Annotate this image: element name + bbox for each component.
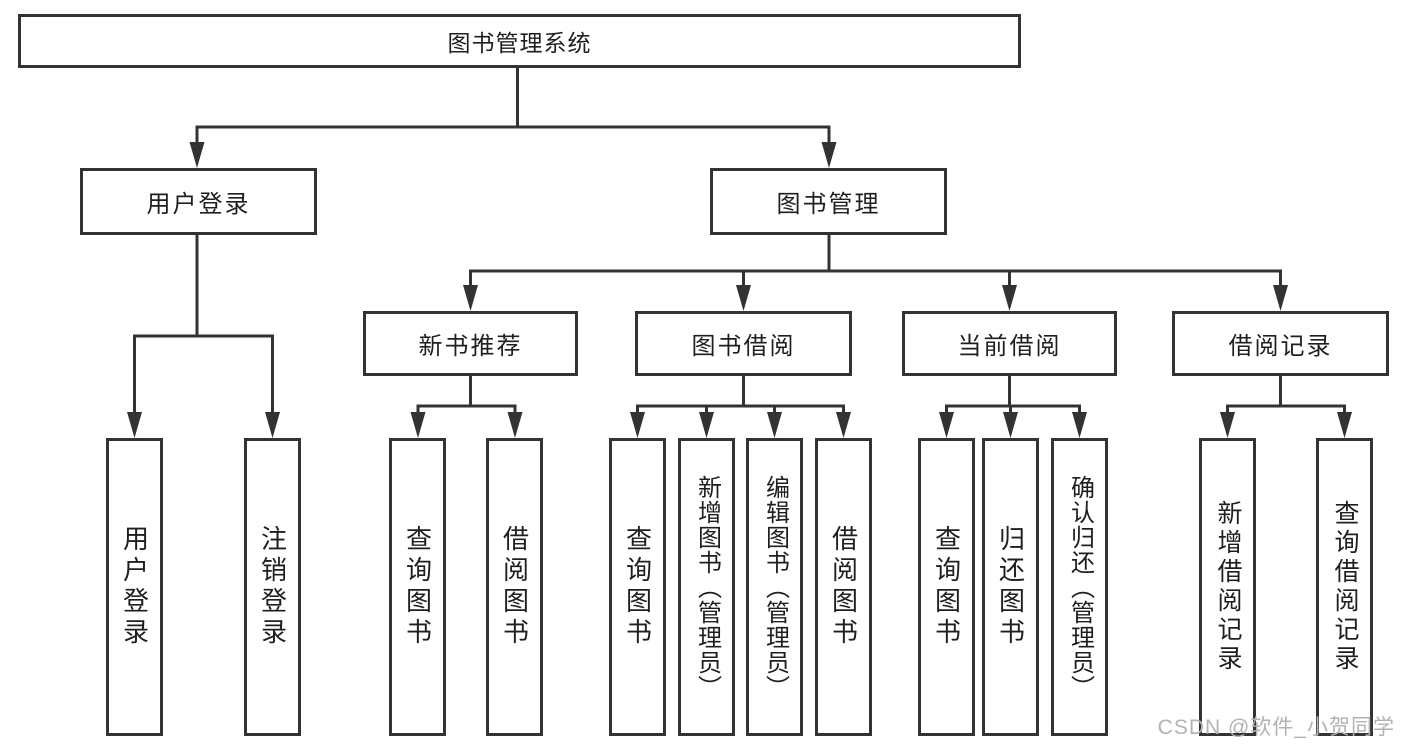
leaf-query-books-borrowing: 查询图书	[609, 438, 666, 736]
node-label: 查询图书	[622, 525, 653, 649]
node-label: 归还图书	[995, 525, 1026, 649]
node-label: 新增图书（管理员）	[693, 474, 721, 700]
arrowheads	[127, 142, 1352, 438]
leaf-query-borrow-record: 查询借阅记录	[1316, 438, 1373, 736]
leaf-borrow-books-recommend: 借阅图书	[486, 438, 543, 736]
node-label: 编辑图书（管理员）	[761, 474, 789, 700]
node-label: 借阅图书	[499, 525, 530, 649]
leaf-query-books-current: 查询图书	[918, 438, 975, 736]
node-label: 新增借阅记录	[1214, 500, 1242, 674]
node-label: 图书借阅	[691, 333, 796, 360]
node-label: 当前借阅	[957, 333, 1062, 360]
node-label: 图书管理系统	[447, 30, 592, 56]
leaf-user-login: 用户登录	[106, 438, 163, 736]
node-label: 用户登录	[119, 525, 150, 649]
node-label: 新书推荐	[418, 333, 523, 360]
node-book-management: 图书管理	[710, 168, 947, 235]
node-label: 查询借阅记录	[1331, 500, 1359, 674]
node-label: 确认归还（管理员）	[1066, 474, 1094, 700]
leaf-logout: 注销登录	[244, 438, 301, 736]
node-label: 图书管理	[776, 191, 881, 218]
node-label: 查询图书	[402, 525, 433, 649]
leaf-add-borrow-record: 新增借阅记录	[1199, 438, 1256, 736]
node-label: 用户登录	[146, 191, 251, 218]
node-label: 注销登录	[257, 525, 288, 649]
leaf-query-books-recommend: 查询图书	[389, 438, 446, 736]
node-borrowing-records: 借阅记录	[1172, 311, 1389, 376]
node-label: 借阅记录	[1228, 333, 1333, 360]
node-label: 借阅图书	[828, 525, 859, 649]
node-book-borrowing: 图书借阅	[635, 311, 852, 376]
leaf-borrow-books: 借阅图书	[815, 438, 872, 736]
leaf-return-books: 归还图书	[982, 438, 1039, 736]
node-new-book-recommendation: 新书推荐	[363, 311, 578, 376]
leaf-confirm-return-admin: 确认归还（管理员）	[1051, 438, 1108, 736]
node-label: 查询图书	[931, 525, 962, 649]
node-library-management-system: 图书管理系统	[18, 14, 1021, 68]
csdn-watermark: CSDN @软件_小贺同学	[1157, 716, 1395, 739]
leaf-add-books-admin: 新增图书（管理员）	[678, 438, 735, 736]
node-user-login: 用户登录	[80, 168, 317, 235]
leaf-edit-books-admin: 编辑图书（管理员）	[746, 438, 803, 736]
node-current-borrowing: 当前借阅	[902, 311, 1117, 376]
